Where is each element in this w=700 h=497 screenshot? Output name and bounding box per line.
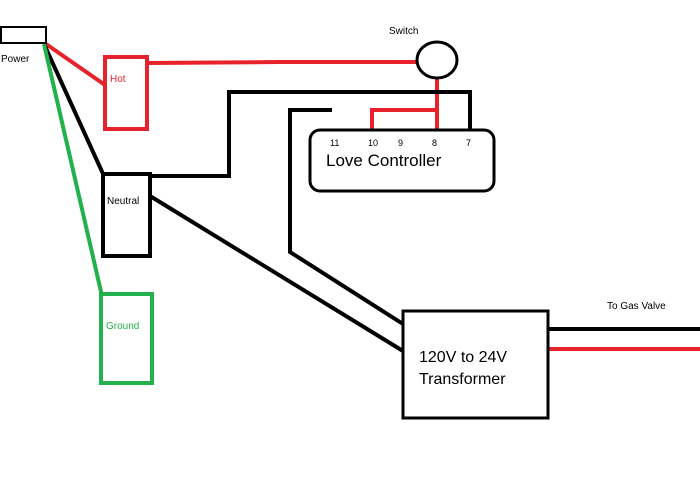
wire-power-to-ground: [42, 43, 104, 297]
controller-label: Love Controller: [326, 151, 442, 170]
terminal-11-label: 11: [330, 138, 339, 148]
gas-valve-label: To Gas Valve: [607, 301, 666, 312]
switch-circle: [415, 40, 459, 80]
power-label: Power: [1, 54, 30, 65]
wire-neutral-to-terminal-7: [150, 90, 472, 178]
transformer-box: [401, 309, 550, 420]
wire-jumper-10-8: [370, 108, 437, 131]
wire-power-to-hot: [44, 42, 107, 87]
terminal-7-label: 7: [466, 138, 471, 148]
wire-terminal-11-to-transformer: [288, 108, 405, 326]
wire-neutral-to-transformer: [148, 194, 405, 353]
hot-label: Hot: [110, 74, 126, 85]
terminal-10-label: 10: [368, 138, 378, 148]
switch-label: Switch: [389, 26, 418, 37]
neutral-box: [101, 172, 152, 258]
terminal-8-label: 8: [432, 138, 437, 148]
transformer-label-line2: Transformer: [419, 371, 506, 388]
neutral-label: Neutral: [107, 196, 139, 207]
power-source-box: [0, 26, 47, 44]
transformer-label-line1: 120V to 24V: [419, 349, 507, 366]
wire-power-to-neutral: [42, 43, 106, 177]
ground-label: Ground: [106, 321, 139, 332]
wire-hot-to-switch: [146, 60, 416, 65]
hot-box: [103, 55, 149, 131]
ground-box: [99, 292, 154, 385]
love-controller-box: [308, 128, 496, 193]
terminal-9-label: 9: [398, 138, 403, 148]
